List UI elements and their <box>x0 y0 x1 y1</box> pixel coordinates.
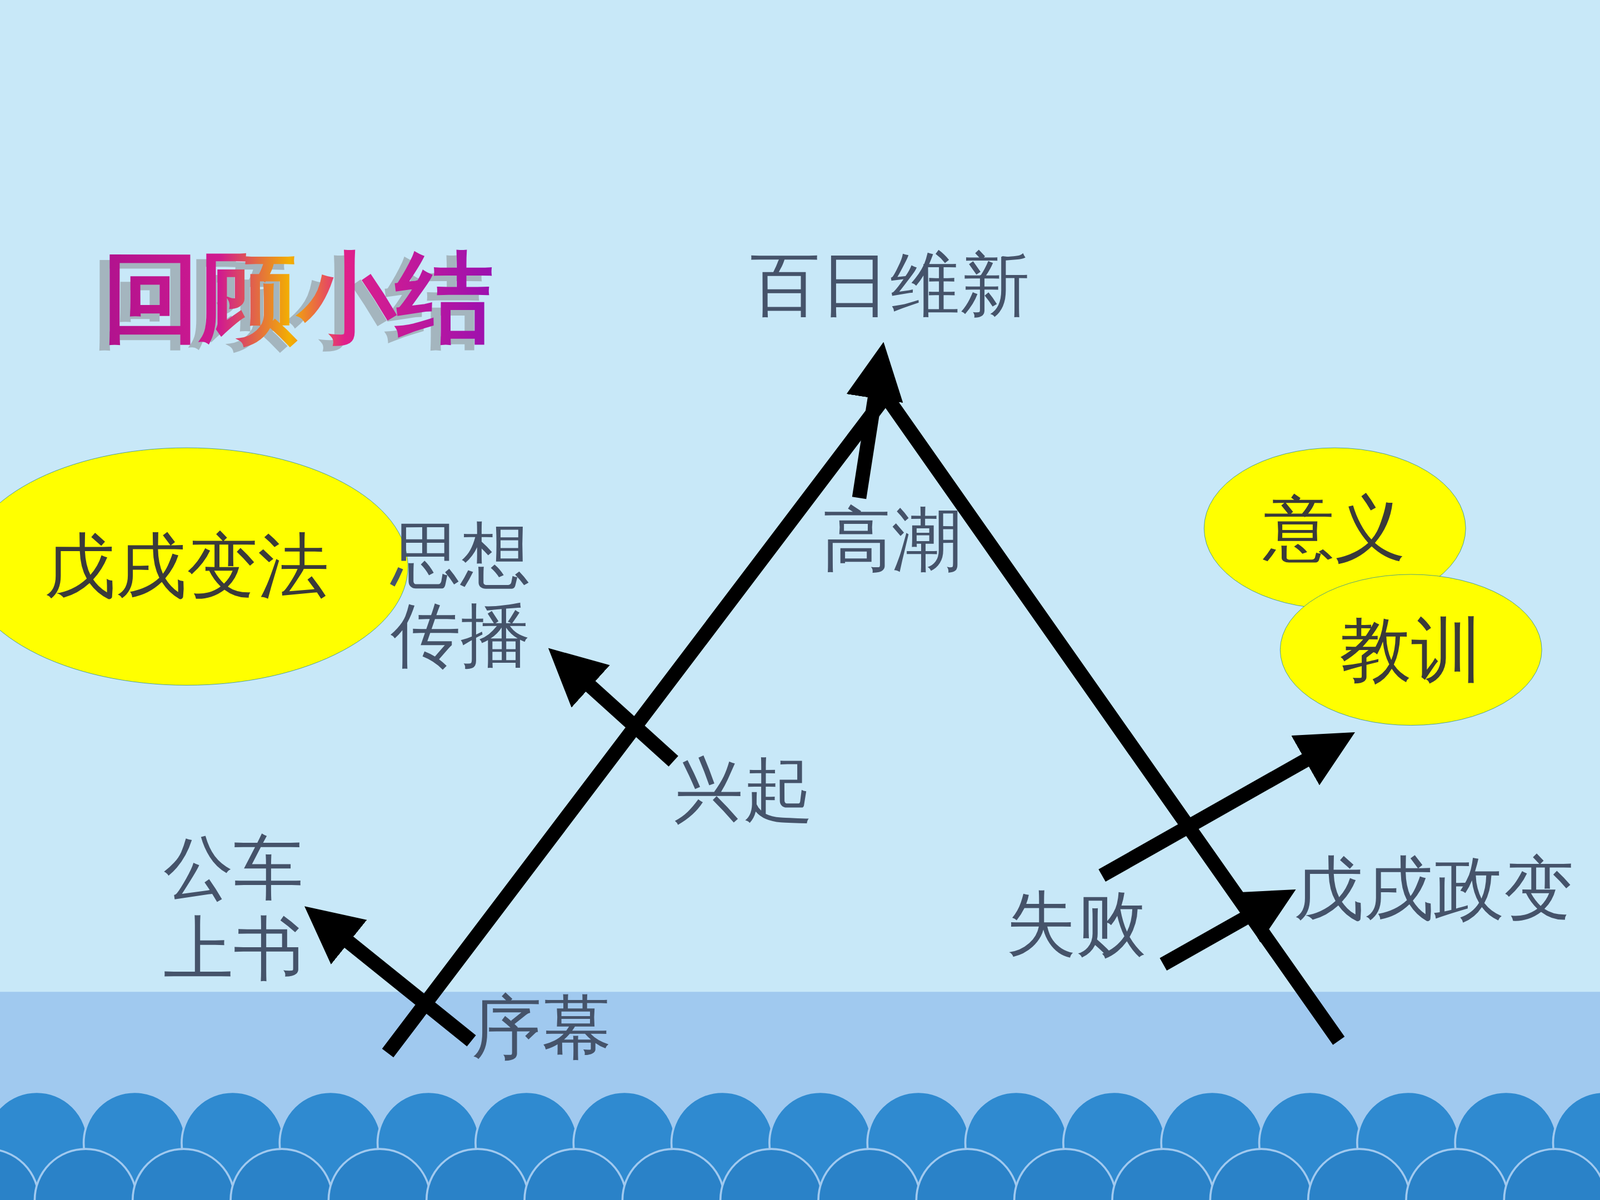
wave <box>426 1148 529 1200</box>
stage-label: 序幕 <box>471 987 612 1069</box>
wave <box>0 1148 39 1200</box>
stage-label: 百日维新 <box>750 245 1030 326</box>
coup-arrow <box>1163 902 1274 965</box>
wave <box>916 1148 1019 1200</box>
wave <box>524 1148 627 1200</box>
stage-label: 戊戌政变 <box>1293 848 1574 930</box>
wave <box>230 1148 333 1200</box>
ellipse-node: 戊戌变法 <box>0 446 412 687</box>
wave <box>1210 1148 1313 1200</box>
wave <box>1503 1148 1600 1200</box>
wave <box>1308 1148 1411 1200</box>
ellipse-node: 教训 <box>1278 573 1544 727</box>
node-text: 戊戌变法 <box>44 527 329 606</box>
stage-label: 思想 传播 <box>390 515 542 677</box>
climax-arrow <box>859 367 880 498</box>
wave <box>328 1148 431 1200</box>
prelude-arrow <box>324 922 472 1041</box>
wave <box>1112 1148 1215 1200</box>
stage-label: 兴起 <box>673 750 814 831</box>
wave <box>1014 1148 1117 1200</box>
waves <box>0 1091 1600 1200</box>
rise-arrow <box>567 665 674 762</box>
wave <box>132 1148 235 1200</box>
wave <box>34 1148 137 1200</box>
wave <box>1406 1148 1509 1200</box>
stage-label: 高潮 <box>821 500 962 581</box>
stage-label: 失败 <box>1006 883 1147 965</box>
wave <box>720 1148 823 1200</box>
stage-label: 公车 上书 <box>163 828 314 990</box>
slide-title: 回顾小结 <box>102 233 494 365</box>
node-text: 教训 <box>1340 611 1483 690</box>
wave <box>818 1148 921 1200</box>
wave <box>622 1148 725 1200</box>
node-text: 意义 <box>1263 489 1406 568</box>
